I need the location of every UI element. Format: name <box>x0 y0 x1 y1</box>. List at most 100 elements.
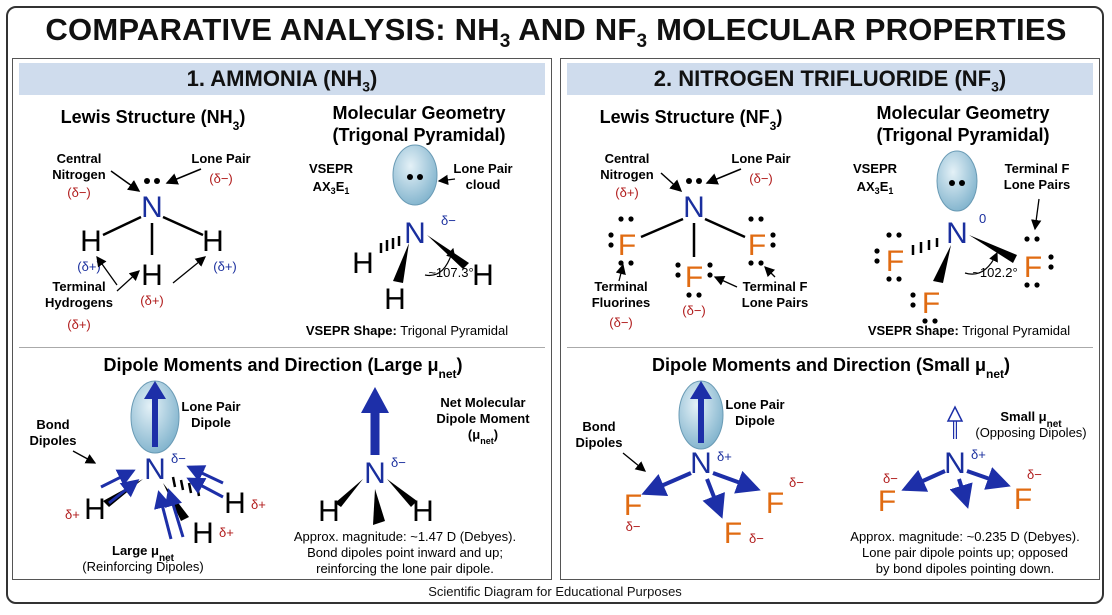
hydrogen-partial-charge: (δ+) <box>77 259 101 274</box>
bond-angle-arc <box>424 247 456 277</box>
nitrogen-atom: N <box>946 217 968 250</box>
nf3-explain-line: Lone pair dipole points up; opposed <box>862 545 1068 560</box>
hydrogen-atom: H <box>202 225 224 258</box>
ammonia-panel: 1. AMMONIA (NH3) Lewis Structure (NH3) C… <box>12 58 552 580</box>
nitrogen-partial-charge: (δ+) <box>615 185 639 200</box>
small-net-dipole-arrow <box>946 405 964 439</box>
vsepr-shape: VSEPR Shape: Trigonal Pyramidal <box>868 323 1070 338</box>
ammonia-header: 1. AMMONIA (NH3) <box>19 63 545 95</box>
vsepr-notation: AX3E1 <box>313 179 350 196</box>
nitrogen-delta: δ+ <box>717 449 732 464</box>
bond-angle-label: ~107.3° <box>428 265 473 280</box>
hydrogen-atom: H <box>384 283 406 316</box>
fluorine-atom: F <box>886 245 904 278</box>
nitrogen-atom: N <box>683 191 705 224</box>
nf3-header: 2. NITROGEN TRIFLUORIDE (NF3) <box>567 63 1093 95</box>
opposing-label: (Opposing Dipoles) <box>975 425 1086 440</box>
ammonia-magnitude: Approx. magnitude: ~1.47 D (Debyes). <box>294 529 516 544</box>
lone-pair-label: Lone Pair <box>731 151 790 166</box>
large-mu-label: Large μnet <box>112 543 175 564</box>
lone-pair-cloud <box>392 144 438 206</box>
hydrogen-delta: δ+ <box>219 525 234 540</box>
vsepr-shape: VSEPR Shape: Trigonal Pyramidal <box>306 323 508 338</box>
small-mu-label: Small μnet <box>1000 409 1062 430</box>
nitrogen-atom: N <box>690 447 712 480</box>
vsepr-label: VSEPR <box>309 161 354 176</box>
nitrogen-atom: N <box>144 453 166 486</box>
hydrogen-atom: H <box>224 487 246 520</box>
fluorine-atom: F <box>618 229 636 262</box>
wedge-bond <box>969 235 1017 263</box>
fluorine-atom: F <box>1014 483 1032 516</box>
nf3-divider <box>567 347 1093 348</box>
nitrogen-delta: δ+ <box>971 447 986 462</box>
hydrogen-atom: H <box>318 495 340 528</box>
reinforcing-label: (Reinforcing Dipoles) <box>82 559 203 574</box>
wedge-bond <box>393 243 409 283</box>
nf3-geometry-title: Molecular Geometry(Trigonal Pyramidal) <box>876 103 1049 145</box>
footer-caption: Scientific Diagram for Educational Purpo… <box>428 584 682 599</box>
nitrogen-atom: N <box>944 447 966 480</box>
fluorine-atom: F <box>922 287 940 320</box>
nf3-panel: 2. NITROGEN TRIFLUORIDE (NF3) Lewis Stru… <box>560 58 1100 580</box>
terminal-hydrogens-charge: (δ+) <box>67 317 91 332</box>
lone-pair-dipole-arrow <box>144 381 166 399</box>
wedge-bond <box>933 245 951 283</box>
hashed-bond <box>911 238 939 255</box>
hydrogen-atom: H <box>412 495 434 528</box>
nf3-lewis-title: Lewis Structure (NF3) <box>600 107 783 133</box>
hydrogen-atom: H <box>84 493 106 526</box>
nf3-dipole-title: Dipole Moments and Direction (Small μnet… <box>652 355 1010 381</box>
bond-dipole-arrows <box>901 467 1011 509</box>
fluorine-lone-pairs <box>608 216 776 298</box>
vsepr-label: VSEPR <box>853 161 898 176</box>
hydrogen-atom: H <box>141 259 163 292</box>
hashed-bond <box>379 236 401 253</box>
ammonia-divider <box>19 347 545 348</box>
fluorine-delta: δ− <box>626 519 641 534</box>
fluorine-atom: F <box>748 229 766 262</box>
lone-pair-charge: (δ−) <box>209 171 233 186</box>
fluorine-partial-charge: (δ−) <box>682 303 706 318</box>
bond-angle-arc <box>964 251 998 275</box>
nitrogen-delta: δ− <box>171 451 186 466</box>
hydrogen-atom: H <box>352 247 374 280</box>
hydrogen-delta: δ+ <box>65 507 80 522</box>
bond-dipole-arrows <box>100 465 224 540</box>
fluorine-delta: δ− <box>749 531 764 546</box>
fluorine-delta: δ− <box>789 475 804 490</box>
nitrogen-partial-charge: (δ−) <box>67 185 91 200</box>
wedge-bond <box>427 235 469 269</box>
hydrogen-atom: H <box>192 517 214 550</box>
fluorine-lone-pairs <box>874 232 1054 324</box>
bond-dipole-arrows <box>641 470 761 519</box>
fluorine-atom: F <box>766 487 784 520</box>
terminal-fluorines-charge: (δ−) <box>609 315 633 330</box>
main-title: COMPARATIVE ANALYSIS: NH3 AND NF3 MOLECU… <box>45 12 1067 53</box>
fluorine-atom: F <box>724 517 742 550</box>
lone-pair-charge: (δ−) <box>749 171 773 186</box>
hydrogen-atom: H <box>80 225 102 258</box>
nitrogen-atom: N <box>364 457 386 490</box>
hydrogen-partial-charge: (δ+) <box>140 293 164 308</box>
fluorine-atom: F <box>624 489 642 522</box>
fluorine-atom: F <box>1024 251 1042 284</box>
lone-pair-cloud <box>936 150 978 212</box>
nf3-explain-line: by bond dipoles pointing down. <box>876 561 1055 576</box>
fluorine-delta: δ− <box>1027 467 1042 482</box>
hydrogen-partial-charge: (δ+) <box>213 259 237 274</box>
hydrogen-delta: δ+ <box>251 497 266 512</box>
ammonia-geometry-title: Molecular Geometry(Trigonal Pyramidal) <box>332 103 505 145</box>
net-dipole-arrow <box>361 387 389 413</box>
